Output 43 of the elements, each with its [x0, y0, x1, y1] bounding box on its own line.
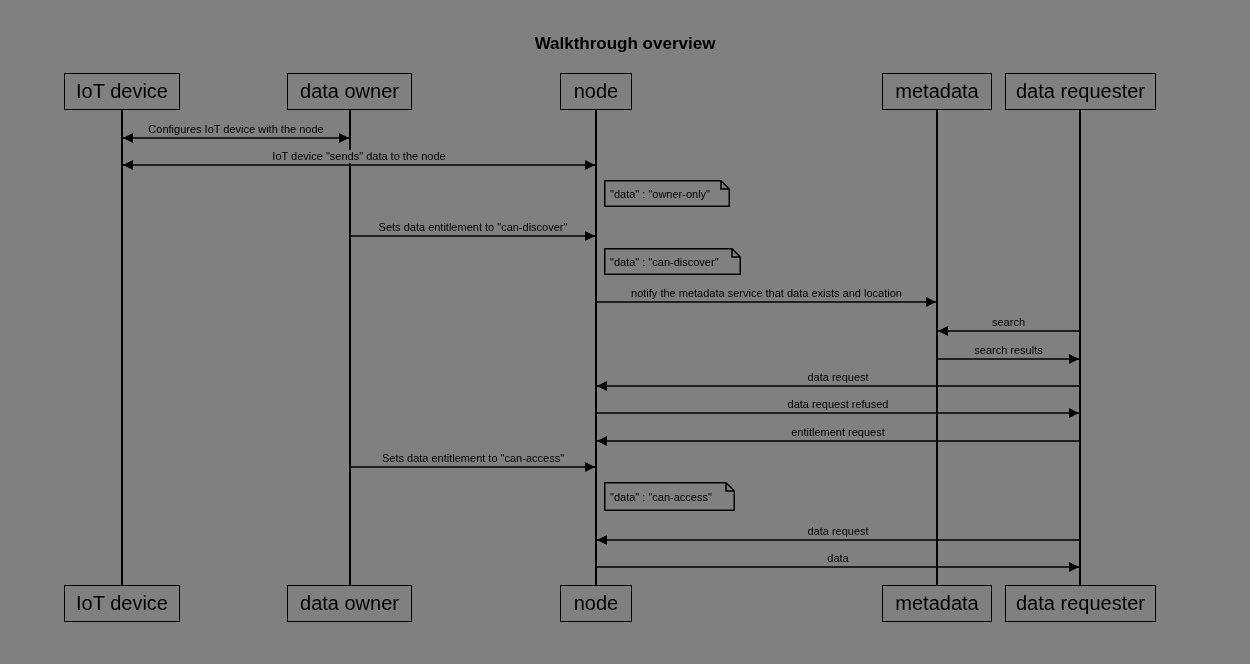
message-arrow	[596, 408, 1080, 418]
lifeline	[121, 110, 123, 585]
message-arrow	[122, 160, 596, 170]
edge-label: search	[990, 316, 1027, 329]
edge-label: Configures IoT device with the node	[146, 123, 326, 136]
participant-box: data requester	[1005, 585, 1156, 622]
diagram-title: Walkthrough overview	[533, 34, 717, 54]
note: "data" : "can-discover"	[604, 248, 741, 275]
participant-box: IoT device	[64, 73, 180, 110]
edge-label: notify the metadata service that data exists and location	[629, 287, 904, 300]
message-arrow	[596, 562, 1080, 572]
participant-box: IoT device	[64, 585, 180, 622]
participant-box: node	[560, 73, 632, 110]
edge-label: data request	[805, 371, 871, 384]
message-arrow	[122, 133, 350, 143]
edge-label: search results	[972, 344, 1045, 357]
lifeline	[349, 110, 351, 585]
participant-box: data owner	[287, 73, 412, 110]
note: "data" : "owner-only"	[604, 180, 730, 207]
message-arrow	[596, 535, 1080, 545]
lifeline	[1079, 110, 1081, 585]
participant-box: data requester	[1005, 73, 1156, 110]
message-arrow	[596, 297, 937, 307]
message-arrow	[596, 436, 1080, 446]
message-arrow	[937, 326, 1080, 336]
message-arrow	[596, 381, 1080, 391]
participant-box: data owner	[287, 585, 412, 622]
participant-box: node	[560, 585, 632, 622]
note: "data" : "can-access"	[604, 482, 735, 511]
message-arrow	[937, 354, 1080, 364]
lifeline	[936, 110, 938, 585]
participant-box: metadata	[882, 585, 992, 622]
edge-label: data	[825, 552, 851, 565]
edge-label: data request	[805, 525, 871, 538]
message-arrow	[350, 231, 596, 241]
edge-label: data request refused	[785, 398, 891, 411]
edge-label: Sets data entitlement to "can-discover"	[376, 221, 570, 234]
participant-box: metadata	[882, 73, 992, 110]
lifeline	[595, 110, 597, 585]
message-arrow	[350, 462, 596, 472]
edge-label: Sets data entitlement to "can-access"	[379, 452, 567, 465]
edge-label: IoT device "sends" data to the node	[270, 150, 448, 163]
edge-label: entitlement request	[789, 426, 887, 439]
